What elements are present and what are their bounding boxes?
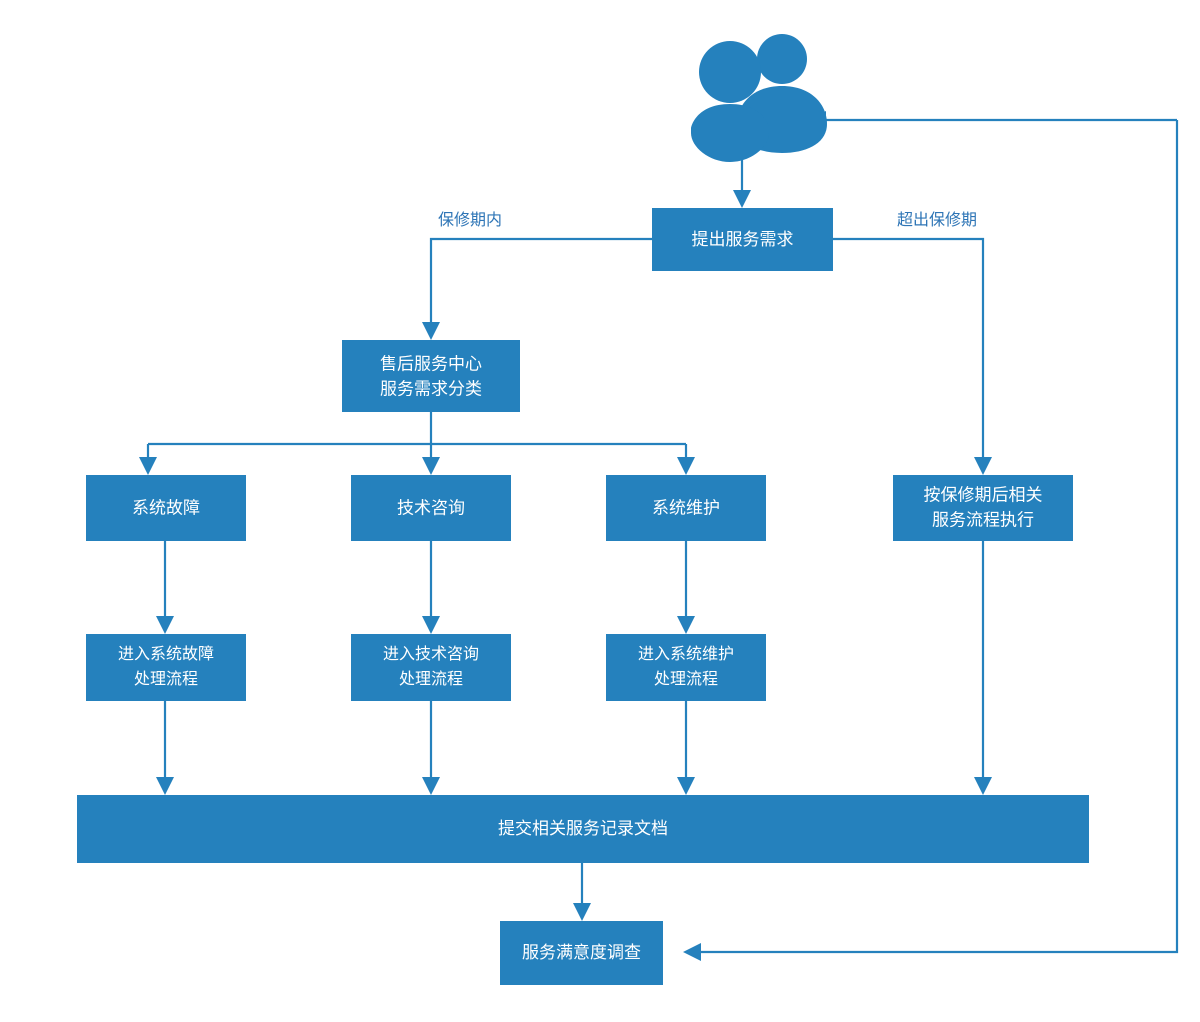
edge-classify-fanout: [139, 412, 695, 475]
node-fault-flow-label-line2: 处理流程: [134, 670, 198, 688]
node-consult[interactable]: 技术咨询: [351, 475, 511, 541]
node-consult-flow-label-line2: 处理流程: [399, 670, 463, 688]
node-consult-label: 技术咨询: [397, 498, 465, 517]
node-request-label: 提出服务需求: [692, 230, 794, 249]
node-consult-flow[interactable]: 进入技术咨询 处理流程: [351, 634, 511, 701]
edge-return-to-survey: [683, 120, 1179, 961]
edge-fault-to-fault-flow: [156, 541, 174, 634]
node-classify-label-line2: 服务需求分类: [380, 379, 482, 398]
edge-consult-to-consult-flow: [422, 541, 440, 634]
node-fault[interactable]: 系统故障: [86, 475, 246, 541]
edge-maintain-to-maintain-flow: [677, 541, 695, 634]
edge-maintain-flow-to-submit: [677, 701, 695, 795]
edge-consult-flow-to-submit: [422, 701, 440, 795]
edge-request-to-classify: [422, 237, 652, 340]
edge-submit-to-survey: [573, 863, 591, 921]
node-out-warranty[interactable]: 按保修期后相关 服务流程执行: [893, 475, 1073, 541]
edge-label-out-warranty: 超出保修期: [897, 211, 977, 229]
node-maintain-label: 系统维护: [652, 498, 720, 517]
node-submit-doc-label: 提交相关服务记录文档: [498, 819, 668, 838]
node-survey[interactable]: 服务满意度调查: [500, 921, 663, 985]
node-maintain-flow-label-line1: 进入系统维护: [638, 645, 734, 663]
node-out-warranty-label-line2: 服务流程执行: [932, 510, 1034, 529]
edge-label-in-warranty: 保修期内: [438, 211, 502, 229]
node-fault-flow[interactable]: 进入系统故障 处理流程: [86, 634, 246, 701]
edge-out-warranty-to-submit: [974, 541, 992, 795]
node-classify-label-line1: 售后服务中心: [380, 354, 482, 373]
node-fault-label: 系统故障: [132, 498, 200, 517]
node-out-warranty-label-line1: 按保修期后相关: [924, 485, 1043, 504]
node-maintain-flow-label-line2: 处理流程: [654, 670, 718, 688]
node-consult-flow-label-line1: 进入技术咨询: [383, 645, 479, 663]
edge-request-to-out-warranty: [833, 237, 992, 475]
node-maintain-flow[interactable]: 进入系统维护 处理流程: [606, 634, 766, 701]
node-survey-label: 服务满意度调查: [522, 943, 641, 962]
edge-return-to-actor: [808, 111, 1177, 129]
node-maintain[interactable]: 系统维护: [606, 475, 766, 541]
node-classify[interactable]: 售后服务中心 服务需求分类: [342, 340, 520, 412]
edge-fault-flow-to-submit: [156, 701, 174, 795]
node-request[interactable]: 提出服务需求: [652, 208, 833, 271]
people-icon: [691, 34, 827, 162]
node-submit-doc[interactable]: 提交相关服务记录文档: [77, 795, 1089, 863]
node-fault-flow-label-line1: 进入系统故障: [118, 645, 214, 663]
